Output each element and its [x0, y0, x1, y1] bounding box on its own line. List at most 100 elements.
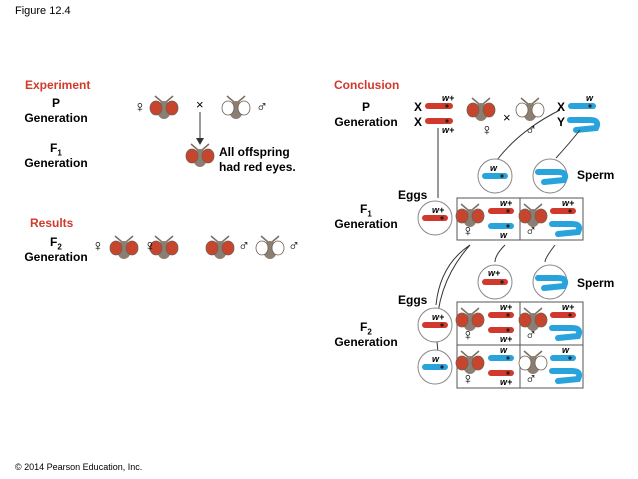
allele-locus: [506, 356, 510, 360]
fly-antenna: [226, 95, 235, 103]
fly-eye: [471, 355, 485, 371]
female-symbol: ♀: [481, 122, 493, 139]
allele-locus: [445, 119, 449, 123]
fly-eye: [466, 102, 480, 118]
results-f2-label: F2: [50, 235, 62, 252]
fly-eye: [165, 240, 179, 256]
fly-antenna: [531, 97, 540, 105]
allele-locus: [568, 356, 572, 360]
allele-label: w+: [500, 302, 513, 312]
male-symbol: ♂: [525, 327, 537, 344]
fly-antenna: [520, 97, 529, 105]
fly-icon: [205, 235, 235, 259]
fly-antenna: [482, 97, 491, 105]
allele-label: w+: [500, 198, 513, 208]
x-chromosome-red: [425, 118, 453, 124]
female-chrom-x2: X: [414, 115, 423, 129]
arrow-f2-egg1: [435, 244, 471, 306]
arrow-f2-sperm2: [544, 244, 556, 263]
fly-icon: [221, 95, 251, 119]
fly-antenna: [460, 203, 469, 211]
conclusion-heading: Conclusion: [334, 78, 400, 92]
fly-eye: [185, 148, 199, 164]
y-chromosome: [567, 117, 601, 133]
arrow-head: [196, 138, 204, 145]
fly-eye: [271, 240, 285, 256]
allele-locus: [500, 174, 504, 178]
sperm-label-f2: Sperm: [577, 276, 615, 290]
fly-eye: [515, 102, 529, 118]
results-f2-generation: Generation: [24, 250, 88, 264]
fly-eye: [149, 100, 163, 116]
conclusion-f1-label: F1: [360, 202, 372, 219]
arrow-sperm-y: [555, 129, 581, 159]
copyright: © 2014 Pearson Education, Inc.: [15, 462, 143, 472]
fly-eye: [149, 240, 163, 256]
experiment-f1-label: F1: [50, 141, 62, 158]
x-chromosome-red: [488, 327, 514, 333]
fly-icon: [455, 307, 485, 331]
fly-antenna: [221, 235, 230, 243]
allele-label: w+: [442, 93, 455, 103]
fly-antenna: [165, 235, 174, 243]
allele-label: w: [562, 345, 570, 355]
allele-locus: [588, 104, 592, 108]
fly-eye: [534, 355, 548, 371]
allele-label: w+: [500, 377, 513, 387]
x-chromosome-red: [488, 370, 514, 376]
fly-eye: [221, 240, 235, 256]
experiment-heading: Experiment: [25, 78, 91, 92]
allele-label: w: [500, 230, 508, 240]
fly-icon: [518, 307, 548, 331]
fly-antenna: [260, 235, 269, 243]
fly-eye: [109, 240, 123, 256]
fly-eye: [534, 208, 548, 224]
x-chromosome-red: [488, 312, 514, 318]
fly-eye: [455, 312, 469, 328]
fly-antenna: [201, 143, 210, 151]
y-chromosome: [549, 368, 583, 384]
fly-antenna: [460, 350, 469, 358]
allele-label: w+: [488, 268, 501, 278]
allele-locus: [568, 209, 572, 213]
experiment-p-label: P: [51, 96, 60, 110]
allele-locus: [500, 280, 504, 284]
allele-locus: [568, 313, 572, 317]
female-symbol: ♀: [462, 371, 474, 388]
arrow-sperm-x: [496, 109, 561, 161]
male-symbol: ♂: [525, 122, 537, 139]
male-chrom-x: X: [557, 100, 566, 114]
fly-antenna: [237, 95, 246, 103]
fly-antenna: [534, 307, 543, 315]
x-chromosome-blue: [550, 355, 576, 361]
fly-eye: [518, 208, 532, 224]
male-symbol: ♂: [256, 99, 268, 116]
x-chromosome-red: [482, 279, 508, 285]
offspring-note-2: had red eyes.: [219, 160, 296, 174]
fly-antenna: [523, 203, 532, 211]
fly-antenna: [165, 95, 174, 103]
female-symbol: ♀: [92, 238, 104, 255]
allele-label: w+: [442, 125, 455, 135]
fly-eye: [455, 208, 469, 224]
results-heading: Results: [30, 216, 74, 230]
fly-icon: [518, 350, 548, 374]
allele-locus: [506, 209, 510, 213]
fly-antenna: [471, 97, 480, 105]
allele-locus: [440, 216, 444, 220]
allele-locus: [440, 323, 444, 327]
fly-antenna: [471, 307, 480, 315]
x-chromosome-red: [425, 103, 453, 109]
fly-icon: [515, 97, 545, 121]
allele-label: w+: [432, 205, 445, 215]
female-chrom-x1: X: [414, 100, 423, 114]
x-chromosome-red: [550, 312, 576, 318]
sperm-y-cell: [532, 264, 568, 300]
fly-antenna: [471, 350, 480, 358]
fly-eye: [255, 240, 269, 256]
fly-eye: [455, 355, 469, 371]
fly-icon: [149, 95, 179, 119]
allele-locus: [445, 104, 449, 108]
fly-eye: [237, 100, 251, 116]
allele-label: w+: [432, 312, 445, 322]
